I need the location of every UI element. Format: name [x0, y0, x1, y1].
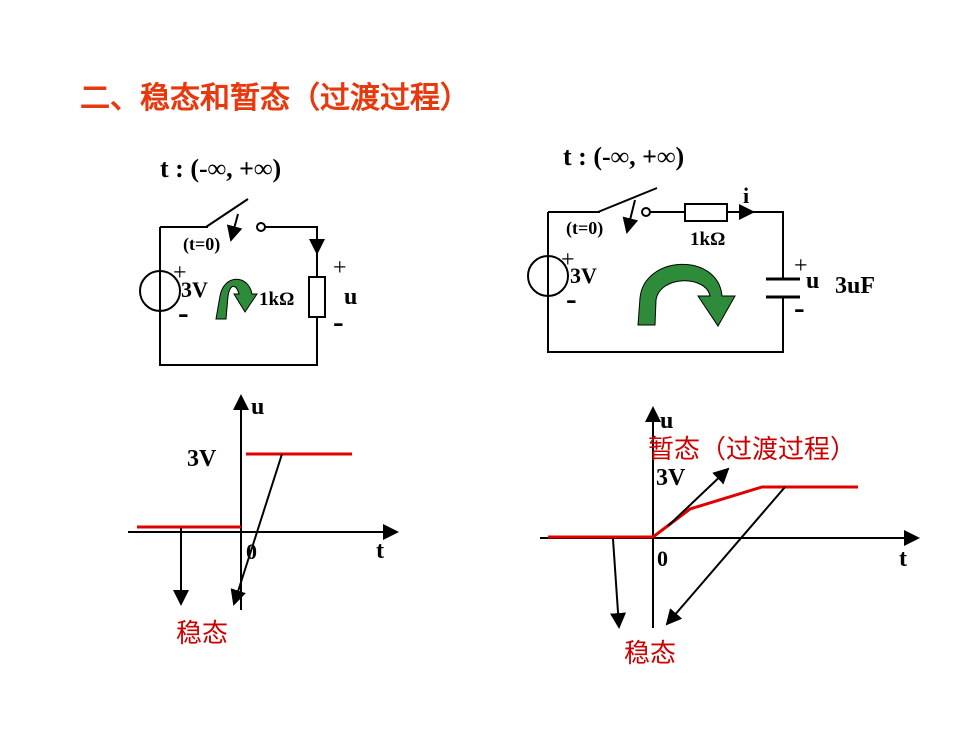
right-graph-steady-label: 稳态	[624, 639, 676, 669]
left-output-minus: -	[333, 303, 344, 339]
right-source-value: 3V	[570, 263, 597, 288]
right-capacitor-label: 3uF	[835, 273, 875, 299]
right-time-range: t : (-∞, +∞)	[563, 142, 684, 171]
left-graph: u t 0 3V 稳态	[128, 394, 399, 649]
right-graph-transient-label: 暂态（过渡过程）	[648, 435, 856, 465]
right-graph-y-label: u	[660, 408, 673, 434]
right-graph-pointer-left	[610, 538, 627, 629]
right-resistor-label: 1kΩ	[690, 229, 725, 250]
left-loop-arrow-icon	[215, 278, 258, 320]
right-circuit: t : (-∞, +∞) (t=0) 1kΩ i + 3V -	[527, 142, 875, 353]
right-graph-x-label: t	[899, 546, 907, 572]
left-resistor	[308, 276, 326, 318]
right-switch-label: (t=0)	[566, 218, 603, 239]
right-graph-origin-label: 0	[657, 546, 668, 571]
right-output-label: u	[806, 268, 819, 294]
right-graph-pointer-transient	[667, 467, 730, 527]
right-loop-arrow-icon	[637, 263, 736, 327]
left-graph-steady-label: 稳态	[176, 619, 228, 649]
left-time-range: t : (-∞, +∞)	[160, 154, 281, 183]
left-circuit: t : (-∞, +∞) (t=0) + 3V - 1kΩ + u	[139, 154, 357, 366]
left-switch-label: (t=0)	[183, 234, 220, 255]
right-source-minus: -	[566, 280, 577, 316]
left-output-label: u	[344, 284, 357, 310]
left-source-plus: +	[173, 260, 187, 286]
left-output-plus: +	[333, 255, 347, 281]
right-output-minus: -	[794, 289, 805, 325]
right-capacitor	[766, 277, 800, 299]
left-source-value: 3V	[181, 277, 208, 302]
left-resistor-label: 1kΩ	[259, 289, 294, 310]
left-graph-x-label: t	[376, 538, 384, 564]
right-source-plus: +	[561, 247, 575, 273]
left-source-minus: -	[178, 294, 189, 330]
left-switch	[205, 198, 266, 242]
right-switch	[597, 187, 658, 234]
slide-title: 二、稳态和暂态（过渡过程）	[80, 81, 470, 116]
right-output-plus: +	[794, 253, 808, 279]
right-resistor	[684, 203, 728, 222]
right-graph-pointer-right	[665, 486, 786, 626]
right-current-label: i	[743, 183, 749, 208]
right-graph: u t 0 3V 暂态（过渡过程） 稳态	[540, 406, 920, 669]
left-graph-y-label: u	[251, 394, 264, 420]
right-graph-signal	[548, 485, 858, 539]
left-graph-level-label: 3V	[187, 446, 217, 472]
left-graph-pointer-right	[230, 453, 283, 606]
right-graph-level-label: 3V	[656, 465, 686, 491]
